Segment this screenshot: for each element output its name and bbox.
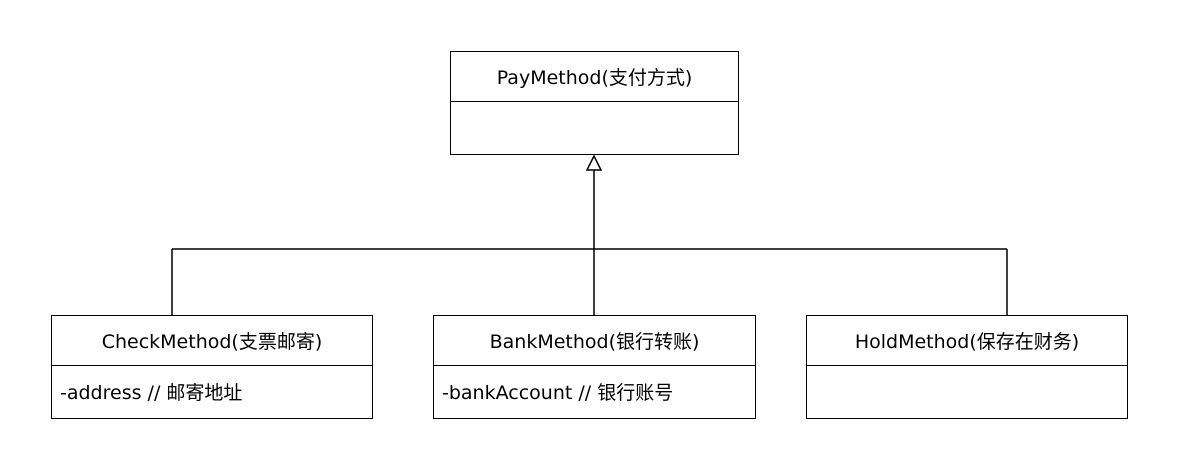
class-attributes-holdmethod bbox=[807, 366, 1127, 417]
class-name-checkmethod: CheckMethod(支票邮寄) bbox=[52, 316, 372, 366]
class-attributes-bankmethod: -bankAccount // 银行账号 bbox=[442, 382, 674, 404]
class-attributes-paymethod bbox=[451, 102, 738, 153]
class-box-paymethod[interactable]: PayMethod(支付方式) bbox=[450, 51, 739, 155]
class-box-checkmethod[interactable]: CheckMethod(支票邮寄) -address // 邮寄地址 bbox=[51, 315, 373, 419]
class-attributes-checkmethod: -address // 邮寄地址 bbox=[60, 382, 243, 404]
class-name-paymethod: PayMethod(支付方式) bbox=[451, 52, 738, 102]
class-box-bankmethod[interactable]: BankMethod(银行转账) -bankAccount // 银行账号 bbox=[433, 315, 756, 419]
inheritance-arrowhead-icon bbox=[585, 154, 603, 171]
generalization-lines bbox=[171, 170, 1008, 315]
class-box-holdmethod[interactable]: HoldMethod(保存在财务) bbox=[806, 315, 1128, 419]
class-name-holdmethod: HoldMethod(保存在财务) bbox=[807, 316, 1127, 366]
class-name-bankmethod: BankMethod(银行转账) bbox=[434, 316, 755, 366]
